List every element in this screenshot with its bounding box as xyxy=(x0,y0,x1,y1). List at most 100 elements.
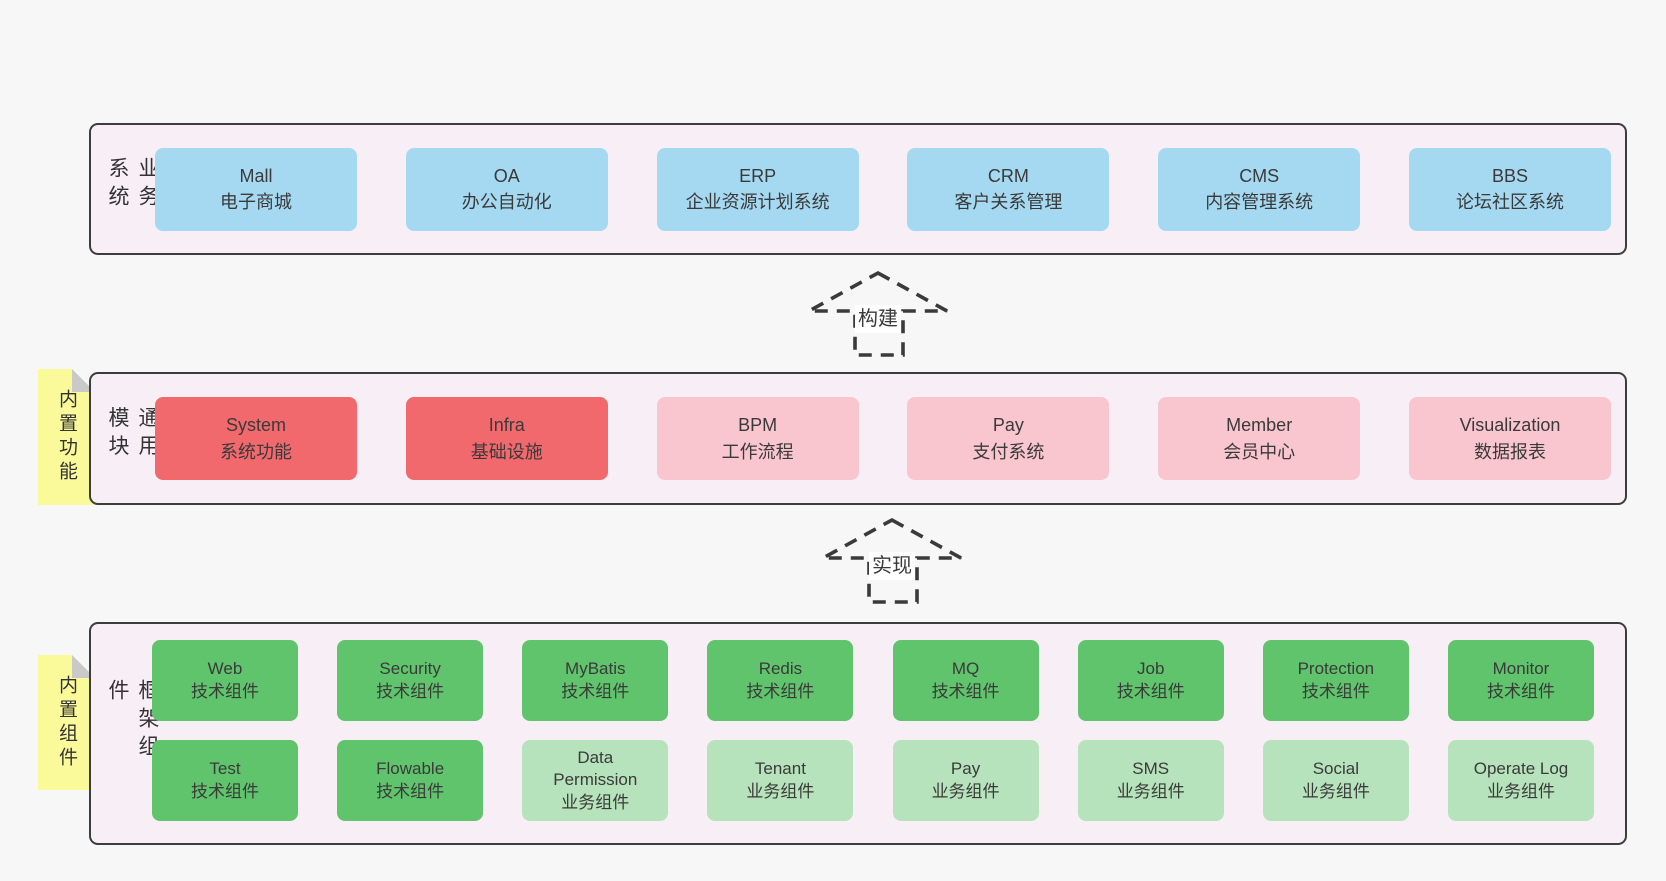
band-common-modules: 通用模块 System 系统功能 Infra 基础设施 BPM 工作流程 Pay… xyxy=(89,372,1627,505)
box-title: Data Permission xyxy=(553,748,638,790)
box-subtitle: 业务组件 xyxy=(746,781,815,801)
box-title: ERP xyxy=(739,165,777,186)
box-subtitle: 论坛社区系统 xyxy=(1455,192,1564,212)
box-test: Test 技术组件 xyxy=(152,740,298,821)
arrow-build-label: 构建 xyxy=(855,305,901,333)
box-subtitle: 支付系统 xyxy=(972,441,1045,462)
components-box-row-1: Web 技术组件 Security 技术组件 MyBatis 技术组件 Redi… xyxy=(152,640,1594,721)
arrow-implement-label: 实现 xyxy=(869,552,915,580)
box-mybatis: MyBatis 技术组件 xyxy=(522,640,669,721)
box-subtitle: 技术组件 xyxy=(191,681,259,701)
box-title: CMS xyxy=(1239,165,1280,186)
sticky-note-builtin-components: 内置组件 xyxy=(38,655,95,790)
box-subtitle: 业务组件 xyxy=(1486,781,1555,801)
box-monitor: Monitor 技术组件 xyxy=(1447,640,1594,721)
box-title: MQ xyxy=(951,659,980,679)
box-title: Visualization xyxy=(1459,415,1561,436)
box-subtitle: 客户关系管理 xyxy=(954,192,1063,212)
box-title: Tenant xyxy=(754,759,806,779)
box-title: Redis xyxy=(758,659,803,679)
box-infra: Infra 基础设施 xyxy=(405,397,608,480)
band-label-business-systems: 业务系统 xyxy=(106,157,159,213)
box-title: Web xyxy=(207,659,243,679)
box-subtitle: 技术组件 xyxy=(376,681,445,701)
band-label-common-modules: 通用模块 xyxy=(106,406,159,463)
box-subtitle: 业务组件 xyxy=(931,781,1000,801)
box-oa: OA 办公自动化 xyxy=(405,147,608,231)
box-mq: MQ 技术组件 xyxy=(892,640,1039,721)
box-mall: Mall 电子商城 xyxy=(155,147,357,231)
box-subtitle: 工作流程 xyxy=(721,441,794,462)
box-title: SMS xyxy=(1132,759,1170,779)
box-subtitle: 业务组件 xyxy=(1301,781,1370,801)
box-title: Security xyxy=(379,659,441,679)
modules-box-row: System 系统功能 Infra 基础设施 BPM 工作流程 Pay 支付系统… xyxy=(155,374,1611,503)
box-title: OA xyxy=(493,165,520,186)
box-tenant: Tenant 业务组件 xyxy=(707,740,854,821)
sticky-label-builtin-components: 内置组件 xyxy=(56,674,77,771)
band-framework-components: 框架组件 Web 技术组件 Security 技术组件 MyBatis 技术组件… xyxy=(89,622,1627,845)
dashed-up-arrow-icon xyxy=(808,270,948,357)
box-title: Job xyxy=(1136,659,1165,679)
box-web: Web 技术组件 xyxy=(152,640,298,721)
box-title: Infra xyxy=(488,415,525,436)
box-title: Test xyxy=(209,759,241,779)
box-title: BBS xyxy=(1491,165,1528,186)
box-subtitle: 企业资源计划系统 xyxy=(685,192,830,212)
arrow-implement: 实现 xyxy=(819,516,965,606)
box-pay-biz: Pay 业务组件 xyxy=(892,740,1039,821)
box-bbs: BBS 论坛社区系统 xyxy=(1408,147,1611,231)
box-subtitle: 技术组件 xyxy=(746,681,815,701)
box-data-permission: Data Permission 业务组件 xyxy=(522,740,669,821)
box-protection: Protection 技术组件 xyxy=(1262,640,1409,721)
band-business-systems: 业务系统 Mall 电子商城 OA 办公自动化 ERP 企业资源计划系统 CRM… xyxy=(89,123,1627,255)
box-title: Operate Log xyxy=(1473,759,1569,779)
box-redis: Redis 技术组件 xyxy=(707,640,854,721)
box-flowable: Flowable 技术组件 xyxy=(337,740,484,821)
box-subtitle: 技术组件 xyxy=(1301,681,1370,701)
dashed-up-arrow-icon xyxy=(822,517,962,604)
box-title: Mall xyxy=(239,165,273,186)
box-subtitle: 内容管理系统 xyxy=(1205,192,1314,212)
box-bpm: BPM 工作流程 xyxy=(656,397,859,480)
box-subtitle: 会员中心 xyxy=(1223,441,1296,462)
box-crm: CRM 客户关系管理 xyxy=(907,147,1110,231)
box-title: Flowable xyxy=(376,759,445,779)
box-title: BPM xyxy=(738,415,778,436)
box-subtitle: 业务组件 xyxy=(561,792,630,812)
box-job: Job 技术组件 xyxy=(1077,640,1224,721)
box-title: MyBatis xyxy=(565,659,626,679)
box-subtitle: 技术组件 xyxy=(931,681,1000,701)
box-visualization: Visualization 数据报表 xyxy=(1408,397,1611,480)
box-subtitle: 技术组件 xyxy=(191,781,259,801)
box-title: Pay xyxy=(992,415,1024,436)
box-system: System 系统功能 xyxy=(155,397,357,480)
box-subtitle: 数据报表 xyxy=(1473,441,1546,462)
sticky-note-builtin-features: 内置功能 xyxy=(38,369,95,505)
box-subtitle: 基础设施 xyxy=(470,441,543,462)
box-social: Social 业务组件 xyxy=(1262,740,1409,821)
components-box-row-2: Test 技术组件 Flowable 技术组件 Data Permission … xyxy=(152,740,1594,821)
box-security: Security 技术组件 xyxy=(337,640,484,721)
box-subtitle: 技术组件 xyxy=(561,681,630,701)
box-title: Pay xyxy=(950,759,981,779)
box-pay: Pay 支付系统 xyxy=(907,397,1110,480)
box-subtitle: 技术组件 xyxy=(1486,681,1555,701)
arrow-build: 构建 xyxy=(805,269,951,359)
box-title: Monitor xyxy=(1492,659,1550,679)
box-subtitle: 系统功能 xyxy=(220,441,292,462)
box-title: System xyxy=(225,415,286,436)
box-member: Member 会员中心 xyxy=(1158,397,1361,480)
box-sms: SMS 业务组件 xyxy=(1077,740,1224,821)
box-title: CRM xyxy=(987,165,1029,186)
business-box-row: Mall 电子商城 OA 办公自动化 ERP 企业资源计划系统 CRM 客户关系… xyxy=(155,125,1611,253)
box-operate-log: Operate Log 业务组件 xyxy=(1447,740,1594,821)
box-subtitle: 技术组件 xyxy=(1116,681,1185,701)
components-box-grid: Web 技术组件 Security 技术组件 MyBatis 技术组件 Redi… xyxy=(152,640,1594,821)
box-subtitle: 电子商城 xyxy=(220,192,292,212)
box-title: Protection xyxy=(1297,659,1375,679)
box-title: Social xyxy=(1312,759,1359,779)
box-erp: ERP 企业资源计划系统 xyxy=(656,147,859,231)
box-title: Member xyxy=(1226,415,1293,436)
